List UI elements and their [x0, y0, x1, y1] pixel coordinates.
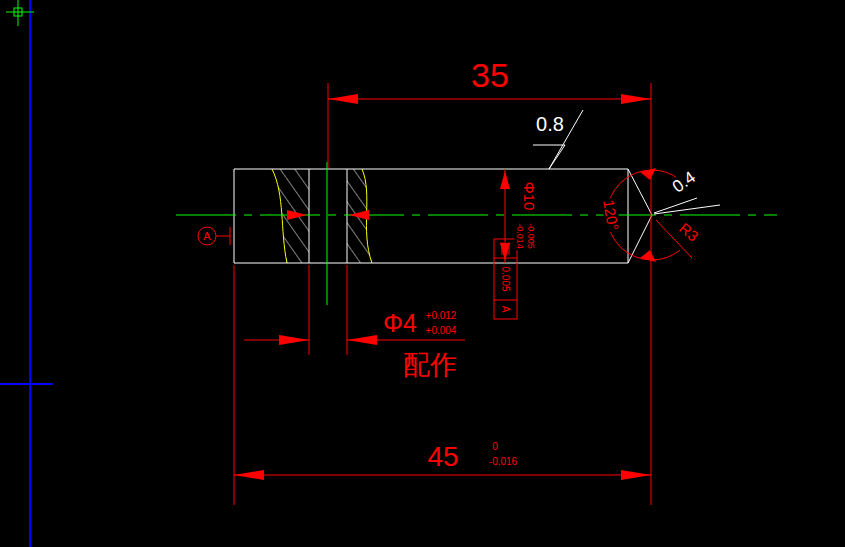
center-line	[176, 215, 777, 216]
tolerance-value: +0.012	[425, 311, 458, 321]
angle-value: 120°	[601, 197, 622, 232]
tolerance-value: -0.005	[526, 222, 535, 250]
tolerance-value: +0.004	[425, 326, 458, 336]
radius-value: R3	[676, 219, 702, 244]
roughness-value: 0.8	[535, 114, 565, 134]
section-hatch	[340, 169, 380, 263]
arrowheads	[234, 94, 656, 480]
leader-line	[654, 198, 720, 214]
dimension-lines	[198, 83, 692, 505]
note: 配作	[402, 352, 458, 379]
center-line	[327, 162, 328, 305]
tolerance-value: -0.016	[488, 457, 518, 467]
datum-letter: A	[202, 231, 211, 242]
roughness-symbol	[533, 110, 583, 169]
cursor	[6, 0, 34, 26]
break-line	[272, 169, 287, 263]
dimension-value: 45	[426, 443, 459, 471]
pin-outline	[234, 169, 652, 263]
dimension-value: Φ4	[382, 311, 418, 336]
section-hatch	[260, 169, 320, 263]
datum-reference: A	[500, 305, 510, 314]
roughness-value: 0.4	[669, 168, 700, 197]
dimension-value: 35	[470, 58, 510, 92]
ucs-axis	[29, 0, 31, 547]
tolerance-value: 0.005	[500, 265, 510, 292]
tolerance-value: -0.014	[515, 222, 524, 250]
tolerance-value: 0	[491, 442, 499, 452]
dimension-value: Φ10	[522, 181, 537, 212]
ucs-axis	[0, 383, 53, 385]
